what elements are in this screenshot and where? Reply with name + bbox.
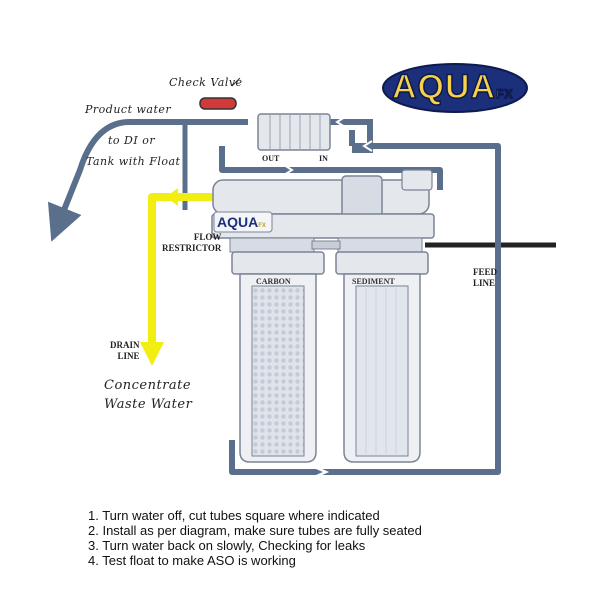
sediment-housing-cap: [335, 251, 429, 275]
instruction-item: 1. Turn water off, cut tubes square wher…: [88, 508, 380, 523]
flow-arrow-icon: [311, 464, 330, 480]
brand-logo-suffix: FX: [495, 86, 514, 102]
instructions-list: 1. Turn water off, cut tubes square wher…: [88, 508, 422, 568]
manifold-connector: [337, 237, 423, 253]
drain-arrow-icon: [140, 342, 164, 366]
flow-arrow-icon: [335, 116, 346, 128]
post-filter: [257, 113, 331, 151]
instruction-item: 4. Test float to make ASO is working: [88, 553, 296, 568]
tank-with-float-label: Tank with Float: [86, 155, 181, 168]
concentrate-line1: Concentrate: [104, 378, 192, 393]
flow-arrow-icon: [283, 164, 294, 176]
drain-line-label: DRAIN LINE: [110, 340, 140, 362]
in-label: IN: [319, 154, 328, 163]
check-valve-icon: [199, 97, 237, 110]
instruction-item: 3. Turn water back on slowly, Checking f…: [88, 538, 366, 553]
drain-line: [148, 193, 215, 345]
feed-line-line1: FEED: [473, 267, 498, 277]
check-valve-label: Check Valve: [169, 76, 243, 89]
check-valve-pointer: [231, 77, 241, 87]
feed-line-tube: [229, 143, 501, 475]
brand-logo-small-text: AQUA: [217, 214, 259, 230]
sediment-label: SEDIMENT: [352, 277, 395, 286]
drain-arrow-icon: [166, 188, 178, 206]
membrane-elbow: [401, 169, 433, 191]
membrane-cap: [341, 175, 383, 219]
flow-restrictor-line1: FLOW: [193, 232, 222, 242]
brand-logo-small: AQUAFX: [217, 214, 266, 230]
sediment-ribs: [365, 288, 397, 454]
sediment-cartridge: [355, 285, 409, 457]
carbon-housing-cap: [231, 251, 325, 275]
drain-line-line1: DRAIN: [110, 340, 140, 350]
drain-line-line2: LINE: [117, 351, 140, 361]
membrane-inlet-tube: [219, 130, 443, 190]
out-label: OUT: [262, 154, 280, 163]
concentrate-label: Concentrate Waste Water: [104, 376, 192, 414]
brand-logo-small-suffix: FX: [258, 223, 266, 229]
feed-line-line2: LINE: [473, 278, 496, 288]
concentrate-line2: Waste Water: [104, 397, 193, 412]
post-filter-ribs: [269, 114, 321, 150]
manifold-connector: [229, 237, 315, 253]
membrane-housing: [212, 179, 430, 215]
flow-arrow-icon: [336, 140, 347, 152]
logo-plate: [213, 211, 273, 233]
brand-logo: AQUAFX: [391, 67, 514, 107]
flow-restrictor-line2: RESTRICTOR: [162, 243, 222, 253]
product-water-label: Product water: [85, 103, 172, 116]
flow-arrow-icon: [362, 140, 373, 152]
brand-logo-text: AQUA: [391, 67, 497, 107]
flow-restrictor-label: FLOW RESTRICTOR: [162, 232, 221, 254]
to-di-label: to DI or: [108, 134, 156, 147]
manifold-link: [311, 240, 341, 250]
top-tube: [185, 119, 373, 153]
carbon-label: CARBON: [256, 277, 291, 286]
logo-badge: [382, 63, 528, 113]
carbon-cartridge: [251, 285, 305, 457]
instruction-item: 2. Install as per diagram, make sure tub…: [88, 523, 422, 538]
feed-line-label: FEED LINE: [473, 267, 497, 289]
product-water-tube: [47, 119, 185, 242]
